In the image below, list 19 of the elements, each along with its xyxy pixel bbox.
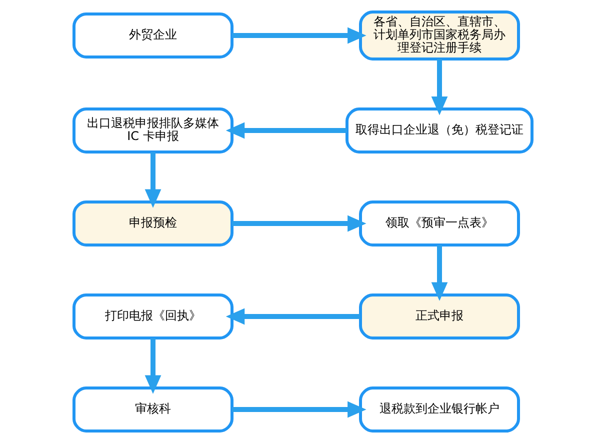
node-box: 正式申报	[358, 294, 520, 340]
node-box: 出口退税申报排队多媒体 IC 卡申报	[72, 108, 233, 154]
arrow	[430, 59, 448, 116]
node-box: 申报预检	[72, 200, 233, 246]
arrow	[232, 27, 366, 44]
node-box: 审核科	[72, 386, 233, 432]
node-box: 打印电报《回执》	[72, 294, 233, 340]
arrow	[232, 401, 366, 418]
arrow	[225, 308, 360, 325]
node-box: 外贸企业	[72, 12, 233, 58]
arrow	[430, 245, 448, 301]
arrow	[144, 152, 161, 208]
arrow	[225, 122, 346, 139]
node-box: 取得出口企业退（免）税登记证	[345, 108, 533, 154]
node-box: 领取《预审一点表》	[358, 200, 520, 246]
node-box: 退税款到企业银行帐户	[358, 386, 520, 432]
arrow	[144, 338, 161, 394]
arrow	[232, 215, 366, 232]
node-box: 各省、自治区、直辖市、计划单列市国家税务局办理登记注册手续	[358, 10, 520, 60]
